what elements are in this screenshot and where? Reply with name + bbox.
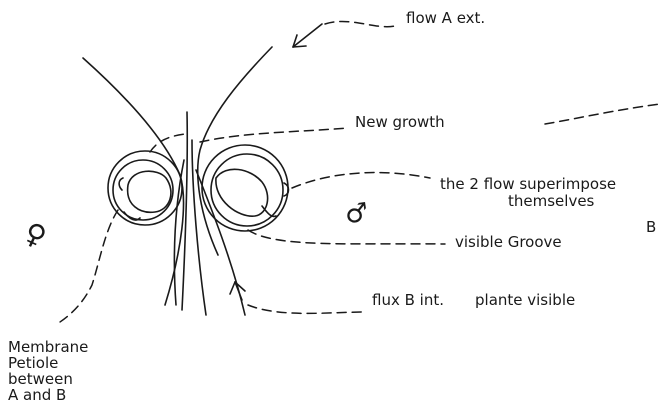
label-b: B [646, 218, 656, 236]
membrane-line-4: A and B [8, 387, 88, 403]
dashed-line-flow-a [325, 21, 395, 26]
right-node-loop [202, 145, 289, 231]
dashed-line-left-lower [60, 210, 118, 322]
male-symbol-icon: ♂ [343, 199, 370, 230]
label-superimpose-line2: themselves [508, 192, 594, 210]
arrow-flux-b-int [230, 282, 245, 300]
label-new-growth: New growth [355, 113, 445, 131]
dashed-line-flux-b [248, 305, 365, 313]
membrane-line-3: between [8, 371, 88, 387]
label-superimpose-line1: the 2 flow superimpose [440, 175, 616, 193]
dashed-line-superimpose [292, 173, 430, 188]
membrane-line-2: Petiole [8, 355, 88, 371]
label-plante-visible: plante visible [475, 291, 575, 309]
label-flux-b-int: flux B int. [372, 291, 444, 309]
left-node-loop [108, 151, 182, 225]
arrow-flow-a-ext [293, 24, 322, 47]
dashed-line-groove [248, 230, 445, 244]
label-visible-groove: visible Groove [455, 233, 562, 251]
dashed-line-far-right [545, 104, 660, 124]
label-membrane-petiole: Membrane Petiole between A and B [8, 339, 88, 403]
dashed-line-new-growth-left [150, 134, 185, 152]
dashed-line-new-growth [200, 128, 348, 142]
membrane-line-1: Membrane [8, 339, 88, 355]
stem-strand-center-2 [192, 140, 206, 315]
label-flow-a-ext: flow A ext. [406, 9, 485, 27]
